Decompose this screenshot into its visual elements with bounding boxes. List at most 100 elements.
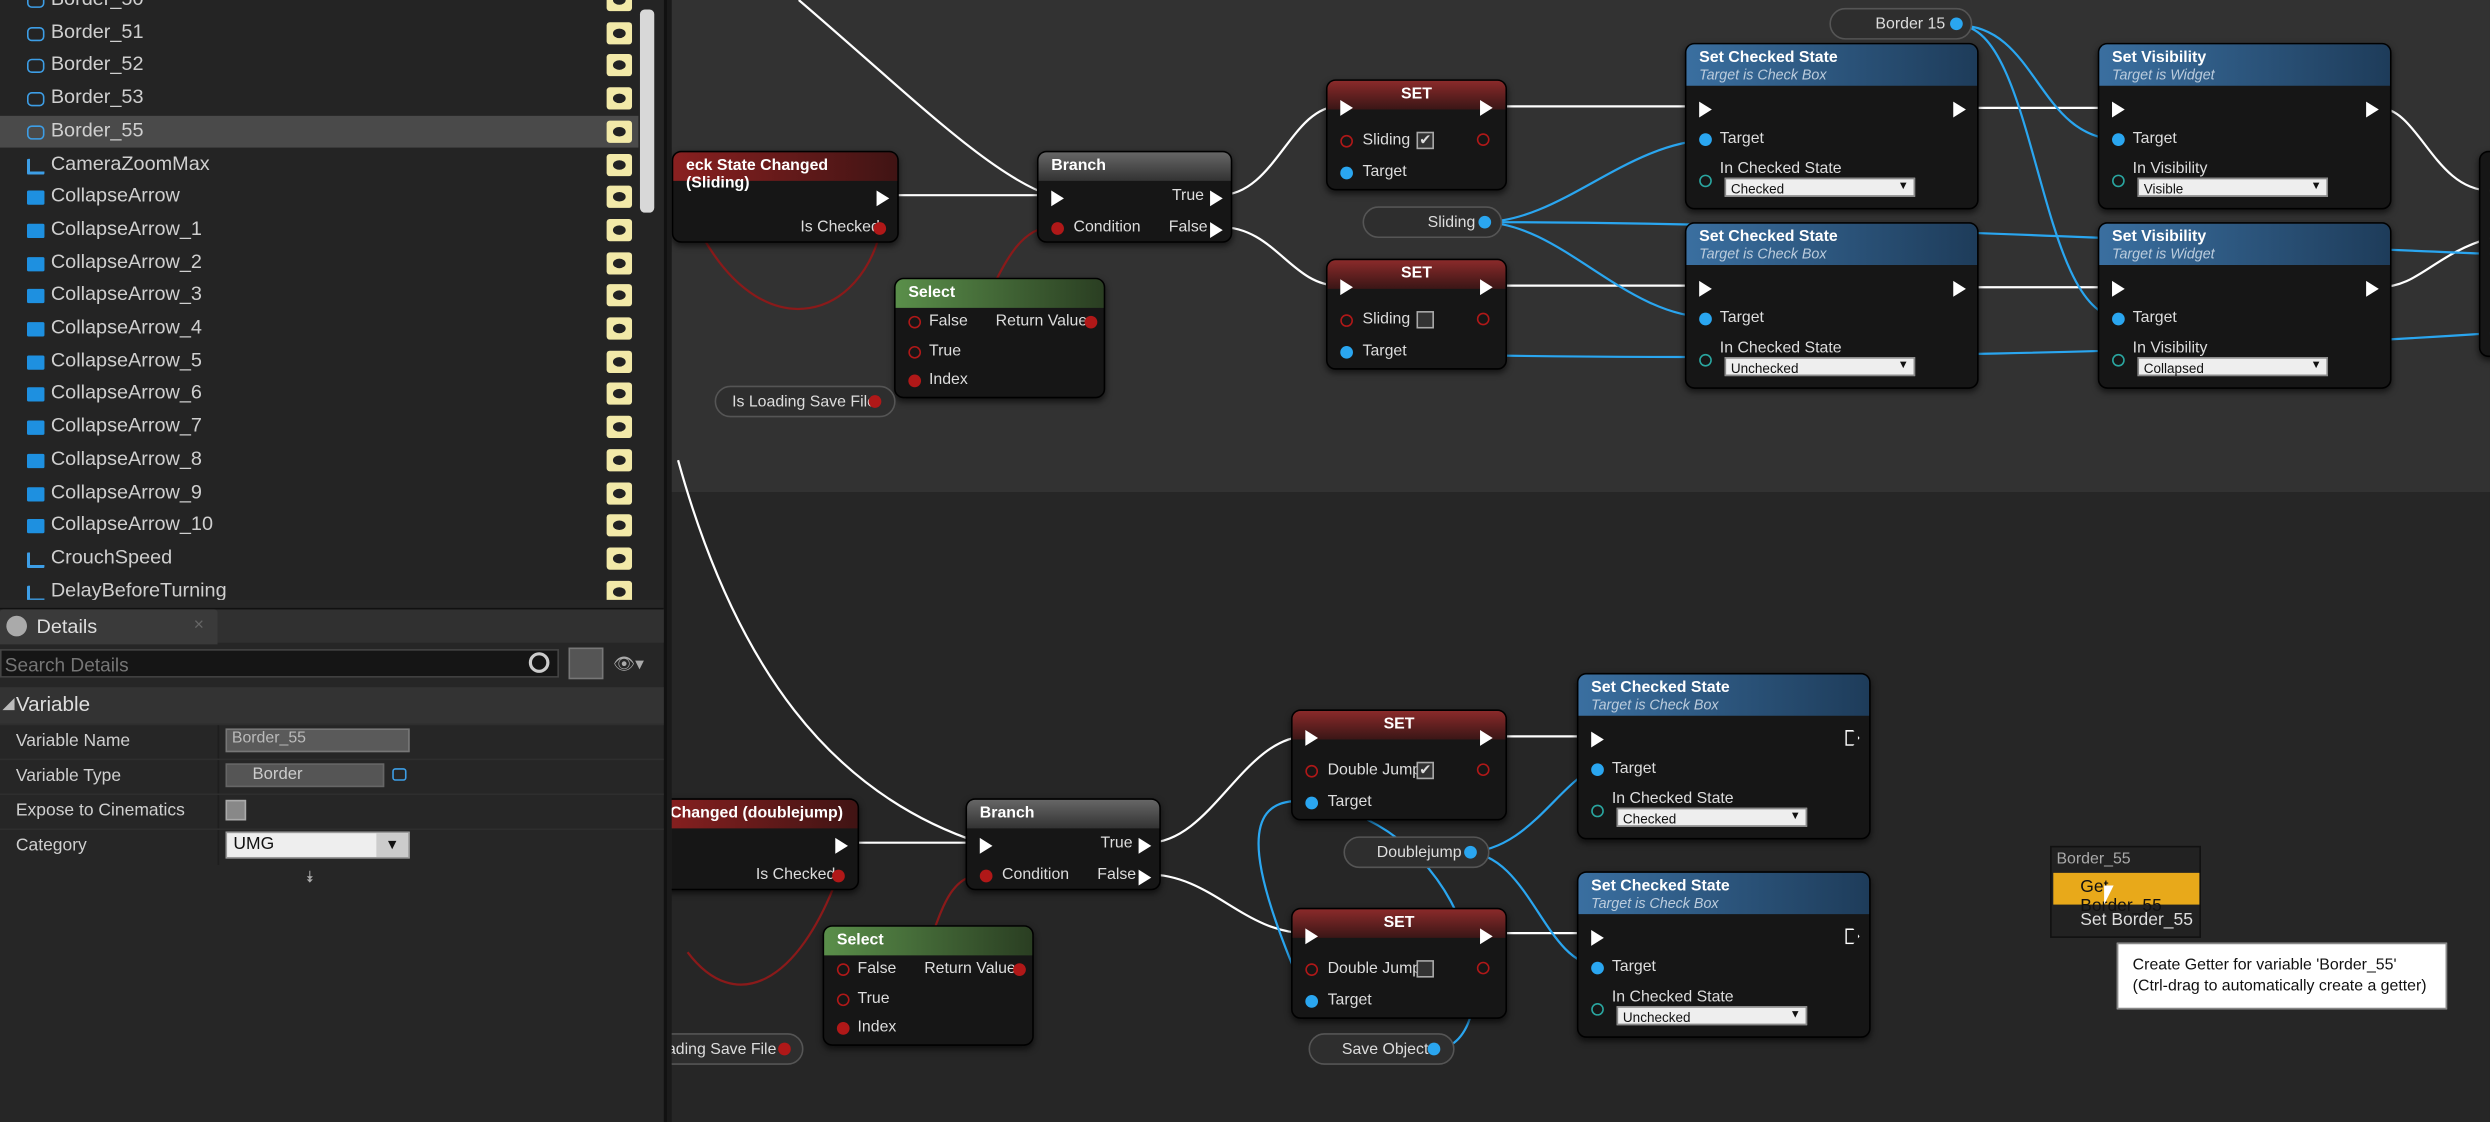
checked-state-dropdown[interactable]: Checked bbox=[1724, 177, 1916, 197]
variable-list-scrollbar[interactable] bbox=[639, 9, 655, 213]
sliding-checkbox[interactable]: ✔ bbox=[1416, 131, 1434, 150]
doublejump-in-pin[interactable] bbox=[1305, 963, 1319, 977]
search-input[interactable] bbox=[1, 652, 558, 678]
border15-pin[interactable] bbox=[1950, 17, 1963, 31]
visibility-dropdown[interactable]: Collapsed bbox=[2137, 357, 2329, 377]
state-pin[interactable] bbox=[1591, 1002, 1604, 1016]
visibility-eye-icon[interactable] bbox=[606, 580, 633, 600]
variable-list-item[interactable]: CameraZoomMax bbox=[0, 148, 638, 180]
variable-list-item[interactable]: CollapseArrow_5 bbox=[0, 345, 638, 377]
variable-list-item[interactable]: Border_50 bbox=[0, 0, 638, 16]
exec-in-pin[interactable] bbox=[1051, 190, 1064, 207]
advanced-expand-icon[interactable]: ⯯ bbox=[304, 869, 315, 888]
visibility-eye-icon[interactable] bbox=[606, 21, 633, 44]
visibility-pin[interactable] bbox=[2112, 353, 2125, 367]
condition-pin[interactable] bbox=[979, 869, 993, 883]
exec-out-pin[interactable] bbox=[2366, 280, 2379, 297]
target-pin[interactable] bbox=[1340, 166, 1353, 180]
sliding-checkbox[interactable] bbox=[1416, 311, 1434, 329]
exec-out-pin[interactable] bbox=[1845, 730, 1860, 746]
condition-pin[interactable] bbox=[1051, 222, 1064, 235]
variable-list-item[interactable]: Border_55 bbox=[0, 115, 639, 148]
variable-list-item[interactable]: CollapseArrow_1 bbox=[0, 214, 638, 246]
variable-list-item[interactable]: CollapseArrow_8 bbox=[0, 444, 638, 476]
exec-out-pin[interactable] bbox=[2366, 101, 2379, 118]
exec-in-pin[interactable] bbox=[1591, 929, 1604, 946]
doublejump-in-pin[interactable] bbox=[1305, 764, 1319, 778]
sliding-out-pin[interactable] bbox=[1476, 133, 1490, 147]
get-variable-menu-item[interactable]: Get Border_55 bbox=[2053, 872, 2200, 916]
set-variable-menu-item[interactable]: Set Border_55 bbox=[2080, 910, 2193, 930]
visibility-eye-icon[interactable] bbox=[606, 481, 633, 504]
visibility-eye-icon[interactable] bbox=[606, 448, 633, 472]
chevron-down-icon[interactable]: ▼ bbox=[376, 833, 409, 857]
exec-in-pin[interactable] bbox=[1305, 730, 1319, 746]
branch-true-pin[interactable] bbox=[1210, 190, 1223, 207]
view-options-icon[interactable]: 👁▾ bbox=[612, 655, 644, 675]
target-pin[interactable] bbox=[1305, 995, 1319, 1008]
is-checked-pin[interactable] bbox=[832, 869, 845, 883]
visibility-eye-icon[interactable] bbox=[606, 0, 633, 12]
variable-list-item[interactable]: CollapseArrow_10 bbox=[0, 510, 638, 542]
exec-in-pin[interactable] bbox=[2112, 101, 2125, 118]
visibility-dropdown[interactable]: Visible bbox=[2137, 177, 2329, 197]
select-index-pin[interactable] bbox=[836, 1022, 850, 1035]
visibility-eye-icon[interactable] bbox=[606, 514, 633, 537]
visibility-eye-icon[interactable] bbox=[606, 547, 633, 570]
exec-in-pin[interactable] bbox=[979, 837, 993, 854]
variable-list-item[interactable]: CollapseArrow_9 bbox=[0, 477, 638, 509]
offscreen-node[interactable] bbox=[2478, 150, 2490, 358]
is-loading-pin[interactable] bbox=[868, 395, 882, 408]
branch-node[interactable]: Branch True Condition False bbox=[1036, 150, 1233, 243]
select-node[interactable]: Select False Return Value True Index bbox=[894, 277, 1106, 399]
variable-name-input[interactable]: Border_55 bbox=[225, 728, 410, 753]
exec-in-pin[interactable] bbox=[1591, 731, 1604, 748]
state-pin[interactable] bbox=[1699, 353, 1712, 367]
variable-list-item[interactable]: CollapseArrow_4 bbox=[0, 313, 638, 345]
select-node-2[interactable]: Select False Return Value True Index bbox=[822, 925, 1034, 1046]
sliding-out-pin[interactable] bbox=[1476, 312, 1490, 326]
target-pin[interactable] bbox=[1591, 763, 1604, 777]
doublejump-out-pin[interactable] bbox=[1476, 961, 1490, 975]
select-false-pin[interactable] bbox=[836, 963, 850, 977]
visibility-eye-icon[interactable] bbox=[606, 153, 633, 176]
select-true-pin[interactable] bbox=[836, 993, 850, 1007]
close-icon[interactable]: × bbox=[193, 615, 204, 635]
set-sliding-false-node[interactable]: SET Sliding Target bbox=[1325, 258, 1508, 370]
state-pin[interactable] bbox=[1591, 804, 1604, 818]
double-jump-checkbox[interactable]: ✔ bbox=[1416, 761, 1434, 780]
variable-list-item[interactable]: CollapseArrow bbox=[0, 181, 638, 213]
exec-out-pin[interactable] bbox=[1480, 99, 1493, 116]
return-value-pin[interactable] bbox=[1084, 315, 1098, 329]
set-doublejump-false-node[interactable]: SET Double Jump Target bbox=[1291, 907, 1508, 1019]
border15-getter[interactable]: Border 15 bbox=[1829, 7, 1973, 40]
checked-state-dropdown[interactable]: Checked bbox=[1616, 807, 1808, 827]
variable-list-item[interactable]: CollapseArrow_3 bbox=[0, 280, 638, 312]
exec-out-pin[interactable] bbox=[1480, 928, 1493, 945]
target-pin[interactable] bbox=[2112, 133, 2125, 147]
select-true-pin[interactable] bbox=[908, 345, 922, 359]
loading-save-file-getter[interactable]: ading Save File bbox=[671, 1033, 804, 1065]
loading-pin[interactable] bbox=[778, 1042, 791, 1056]
checked-state-dropdown[interactable]: Unchecked bbox=[1616, 1006, 1808, 1026]
branch-node-2[interactable]: Branch True Condition False bbox=[965, 798, 1161, 891]
target-pin[interactable] bbox=[1591, 961, 1604, 975]
exec-out-pin[interactable] bbox=[1953, 101, 1966, 118]
select-false-pin[interactable] bbox=[908, 315, 922, 329]
variable-list-item[interactable]: DelayBeforeTurning bbox=[0, 575, 638, 600]
expose-cinematics-checkbox[interactable] bbox=[225, 799, 247, 821]
visibility-pin[interactable] bbox=[2112, 174, 2125, 188]
visibility-eye-icon[interactable] bbox=[606, 54, 633, 77]
variable-list-item[interactable]: CollapseArrow_7 bbox=[0, 411, 638, 443]
exec-out-pin[interactable] bbox=[1480, 730, 1493, 746]
visibility-eye-icon[interactable] bbox=[606, 415, 633, 439]
target-pin[interactable] bbox=[1305, 796, 1319, 810]
return-value-pin[interactable] bbox=[1013, 963, 1026, 977]
set-sliding-true-node[interactable]: SET Sliding ✔ Target bbox=[1325, 79, 1508, 191]
exec-in-pin[interactable] bbox=[1699, 101, 1712, 118]
exec-out-pin[interactable] bbox=[1480, 279, 1493, 296]
